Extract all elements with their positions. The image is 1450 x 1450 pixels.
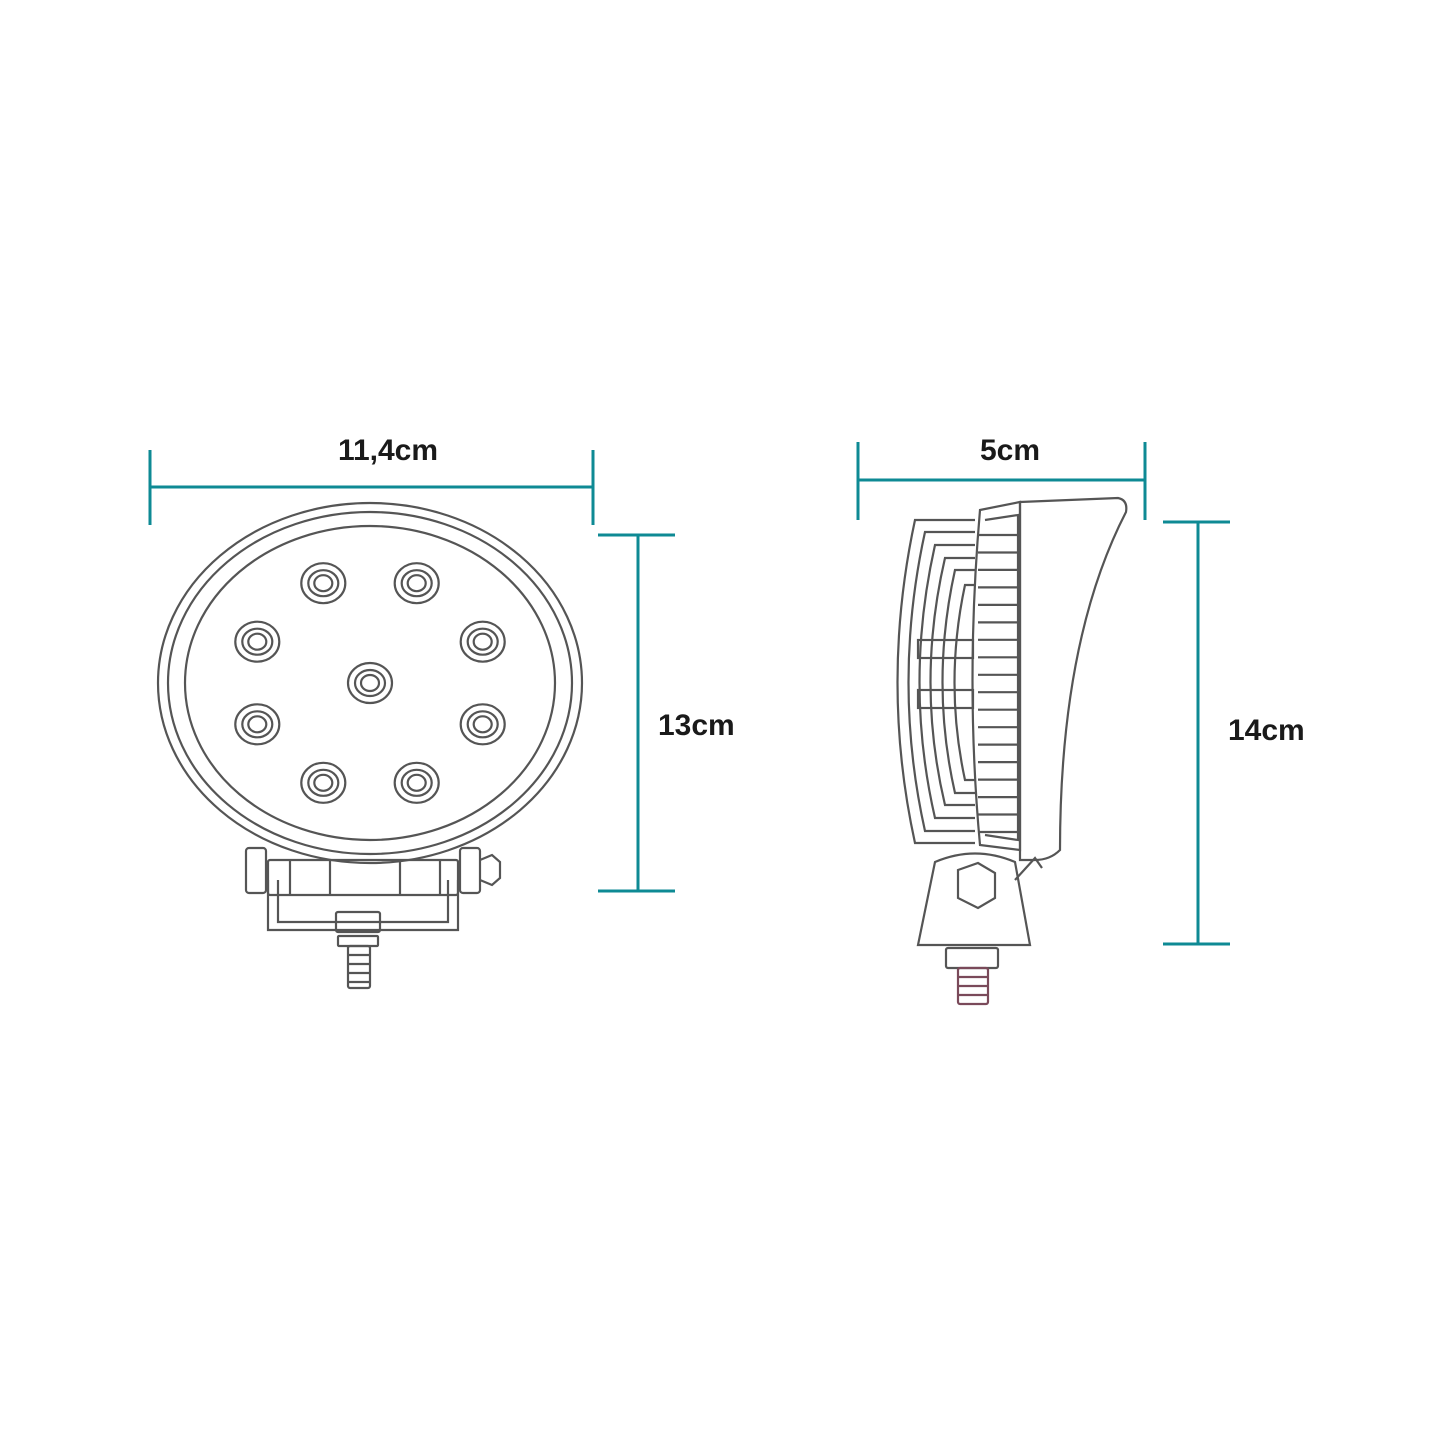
front-height-dimension: [598, 533, 675, 893]
side-heatsink-ribs: [896, 518, 975, 845]
led-4: [459, 620, 506, 663]
led-9: [234, 620, 281, 663]
led-3: [393, 562, 440, 605]
front-lens: [183, 524, 557, 842]
side-mount: [916, 852, 1043, 1006]
side-depth-label: 5cm: [980, 434, 1040, 467]
side-depth-dimension: [856, 442, 1147, 520]
front-height-label: 13cm: [658, 709, 735, 742]
led-5: [459, 703, 506, 746]
led-7: [300, 761, 347, 804]
led-1: [346, 661, 394, 705]
led-array: [234, 562, 506, 804]
front-width-dimension: [148, 450, 595, 525]
side-view: [896, 496, 1128, 1006]
side-bezel: [1018, 496, 1128, 862]
led-6: [393, 761, 440, 804]
front-housing-outer: [156, 501, 584, 865]
front-width-label: 11,4cm: [338, 434, 438, 467]
side-height-label: 14cm: [1228, 714, 1305, 747]
front-view: [156, 501, 584, 990]
side-height-dimension: [1163, 520, 1230, 946]
front-bracket: [244, 846, 502, 990]
led-2: [300, 562, 347, 605]
led-8: [234, 703, 281, 746]
front-housing-inner: [166, 510, 574, 856]
side-finned-body: [971, 500, 1022, 852]
